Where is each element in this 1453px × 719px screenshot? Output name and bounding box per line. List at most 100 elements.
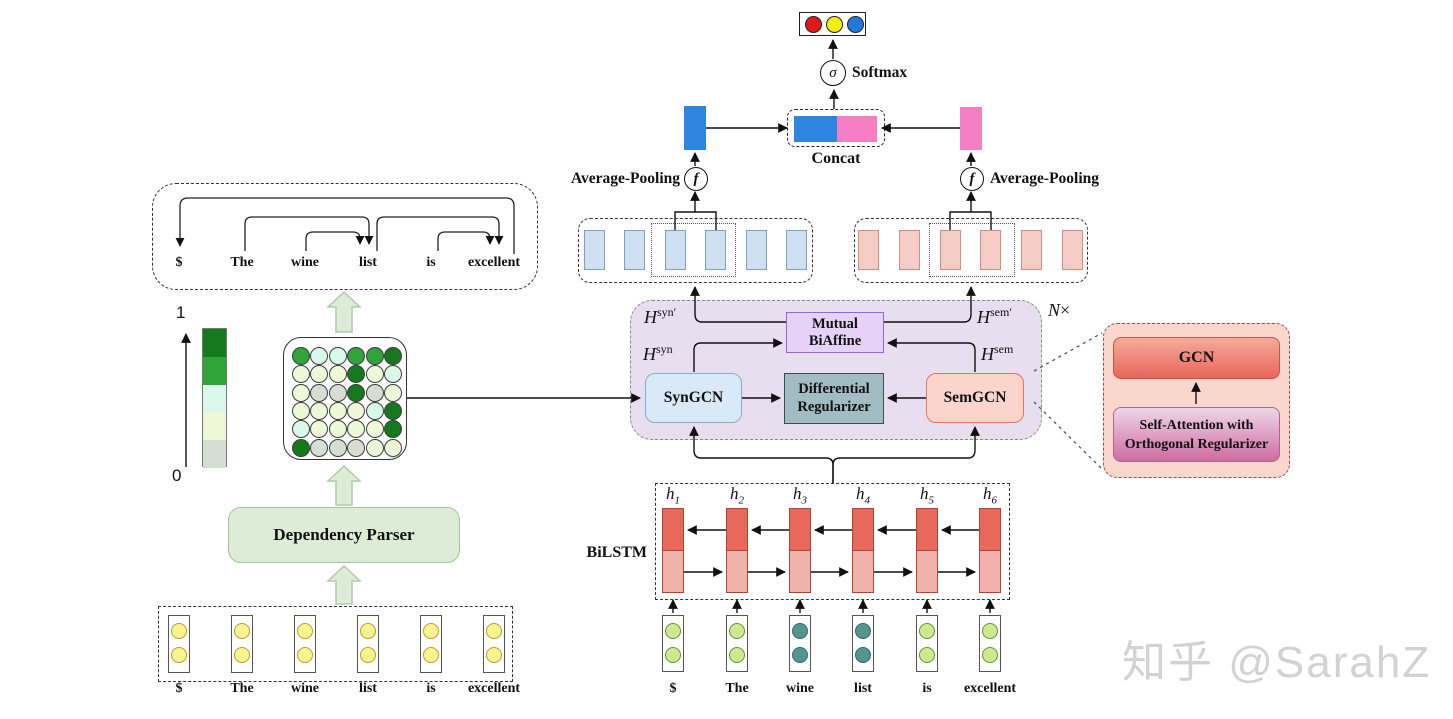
- average-pooling-label-right: Average-Pooling: [990, 170, 1100, 187]
- output-class-circle: [847, 15, 864, 33]
- dependency-word: wine: [291, 255, 319, 270]
- embedding-circle: [919, 647, 935, 663]
- syntactic-hidden-state-rect: [705, 230, 726, 270]
- word-embedding-left: [294, 615, 316, 673]
- matrix-cell: [310, 420, 329, 439]
- embedding-circle: [234, 623, 250, 639]
- selfatt-line1: Self-Attention with: [1139, 418, 1254, 433]
- embedding-circle: [423, 647, 439, 663]
- sentiment-output-box: [799, 12, 866, 36]
- gcn-box: GCN: [1113, 337, 1280, 379]
- legend-segment: [203, 440, 226, 468]
- semantic-hidden-state-rect: [1021, 230, 1042, 270]
- matrix-cell: [365, 347, 384, 365]
- matrix-cell: [292, 438, 310, 457]
- bilstm-cell-divider: [853, 550, 873, 551]
- dependency-parser-box: Dependency Parser: [228, 507, 460, 563]
- matrix-cell: [347, 401, 366, 420]
- word-label-left: is: [426, 681, 436, 696]
- embedding-circle: [297, 647, 313, 663]
- self-attention-box: Self-Attention with Orthogonal Regulariz…: [1113, 407, 1280, 462]
- output-class-circle: [805, 15, 822, 33]
- word-embedding-right: [789, 615, 811, 672]
- embedding-circle: [486, 623, 502, 639]
- matrix-cell: [328, 420, 347, 439]
- dependency-tree-box: [152, 183, 538, 290]
- embedding-circle: [982, 647, 998, 663]
- concat-label: Concat: [811, 150, 861, 167]
- avg-pool-function-icon-right: f: [960, 167, 984, 191]
- word-embedding-left: [483, 615, 505, 673]
- matrix-cell: [310, 365, 329, 384]
- syntactic-hidden-state-rect: [786, 230, 807, 270]
- embedding-circle: [486, 647, 502, 663]
- diffreg-line1: Differential: [798, 381, 870, 397]
- syntactic-hidden-state-rect: [624, 230, 645, 270]
- matrix-cell: [347, 383, 366, 402]
- matrix-cell: [347, 347, 366, 365]
- dependency-word: The: [230, 255, 254, 270]
- n-times-label: N×: [1048, 300, 1071, 320]
- embedding-circle: [171, 647, 187, 663]
- matrix-cell: [384, 383, 402, 402]
- matrix-cell: [365, 401, 384, 420]
- bilstm-cell-divider: [917, 550, 937, 551]
- word-label-left: wine: [291, 681, 319, 696]
- embedding-circle: [665, 623, 681, 639]
- legend-segment: [203, 329, 226, 357]
- legend-segment: [203, 384, 226, 413]
- h-sem-label: Hsem: [981, 342, 1014, 364]
- bilstm-cell-divider: [727, 550, 747, 551]
- bilstm-label: BiLSTM: [586, 544, 647, 561]
- hidden-state-label: h4: [856, 484, 870, 507]
- matrix-cell: [384, 365, 402, 384]
- matrix-cell: [384, 438, 402, 457]
- h-syn-label: Hsyn: [643, 342, 673, 364]
- semantic-hidden-state-rect: [980, 230, 1001, 270]
- embedding-circle: [423, 623, 439, 639]
- embedding-circle: [234, 647, 250, 663]
- word-embedding-right: [726, 615, 748, 672]
- embedding-circle: [792, 647, 808, 663]
- legend-max-label: 1: [176, 303, 186, 322]
- word-embedding-left: [357, 615, 379, 673]
- detail-connector-lines: [1033, 332, 1103, 470]
- embedding-circle: [729, 623, 745, 639]
- bilstm-cell-divider: [663, 550, 683, 551]
- semantic-hidden-state-rect: [858, 230, 879, 270]
- embedding-circle: [665, 647, 681, 663]
- matrix-cell: [328, 365, 347, 384]
- bilstm-cell: [916, 508, 938, 593]
- word-label-right: is: [922, 681, 932, 696]
- syntactic-hidden-state-rect: [584, 230, 605, 270]
- matrix-cell: [384, 347, 402, 365]
- matrix-cell: [328, 438, 347, 457]
- matrix-cell: [292, 383, 310, 402]
- syntactic-hidden-state-rect: [746, 230, 767, 270]
- word-embedding-right: [852, 615, 874, 672]
- dependency-word: $: [175, 255, 183, 270]
- bilstm-cell: [789, 508, 811, 593]
- matrix-cell: [365, 420, 384, 439]
- bilstm-cell: [852, 508, 874, 593]
- biaffine-line1: Mutual: [812, 316, 858, 332]
- selfatt-line2: Orthogonal Regularizer: [1124, 437, 1269, 452]
- bilstm-box: [655, 483, 1010, 600]
- word-embedding-left: [231, 615, 253, 673]
- matrix-cell: [365, 383, 384, 402]
- syngcn-box: SynGCN: [645, 373, 742, 423]
- word-label-right: excellent: [963, 681, 1017, 696]
- embedding-circle: [855, 623, 871, 639]
- embedding-circle: [855, 647, 871, 663]
- pooled-semantic-vector: [960, 107, 982, 150]
- matrix-cell: [292, 420, 310, 439]
- matrix-cell: [384, 401, 402, 420]
- dependency-word: list: [359, 255, 377, 270]
- word-label-right: wine: [786, 681, 814, 696]
- differential-regularizer-box: Differential Regularizer: [784, 373, 884, 424]
- matrix-cell: [310, 383, 329, 402]
- matrix-cell: [328, 347, 347, 365]
- word-embeddings-box-left: [158, 606, 513, 682]
- diffreg-line2: Regularizer: [797, 399, 871, 415]
